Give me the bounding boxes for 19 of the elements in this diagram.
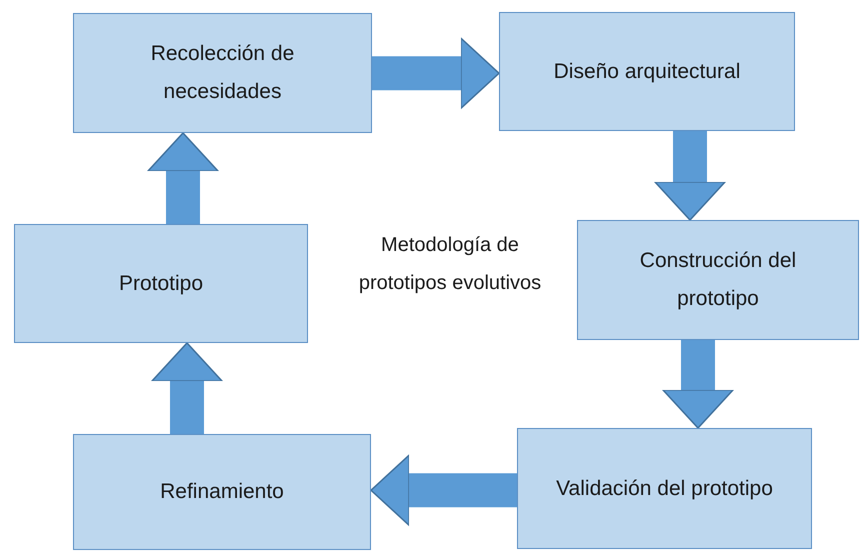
process-box (73, 434, 371, 550)
block-arrow (654, 131, 726, 221)
box-label: Prototipo (118, 270, 204, 296)
process-box (517, 428, 812, 549)
process-box (73, 13, 372, 133)
block-arrow (372, 38, 500, 109)
box-label: Refinamiento (160, 479, 284, 505)
process-box (499, 12, 795, 131)
block-arrow (370, 454, 517, 526)
process-box (14, 224, 308, 343)
block-arrow (662, 340, 734, 429)
process-box (577, 220, 859, 340)
center-caption: Metodología de prototipos evolutivos (358, 233, 542, 296)
box-label: Recolección de necesidades (150, 41, 296, 105)
block-arrow (151, 342, 223, 434)
box-label: Construcción del prototipo (638, 248, 798, 312)
box-label: Diseño arquitectural (554, 58, 740, 84)
block-arrow (147, 132, 219, 224)
box-label: Validación del prototipo (556, 476, 773, 502)
